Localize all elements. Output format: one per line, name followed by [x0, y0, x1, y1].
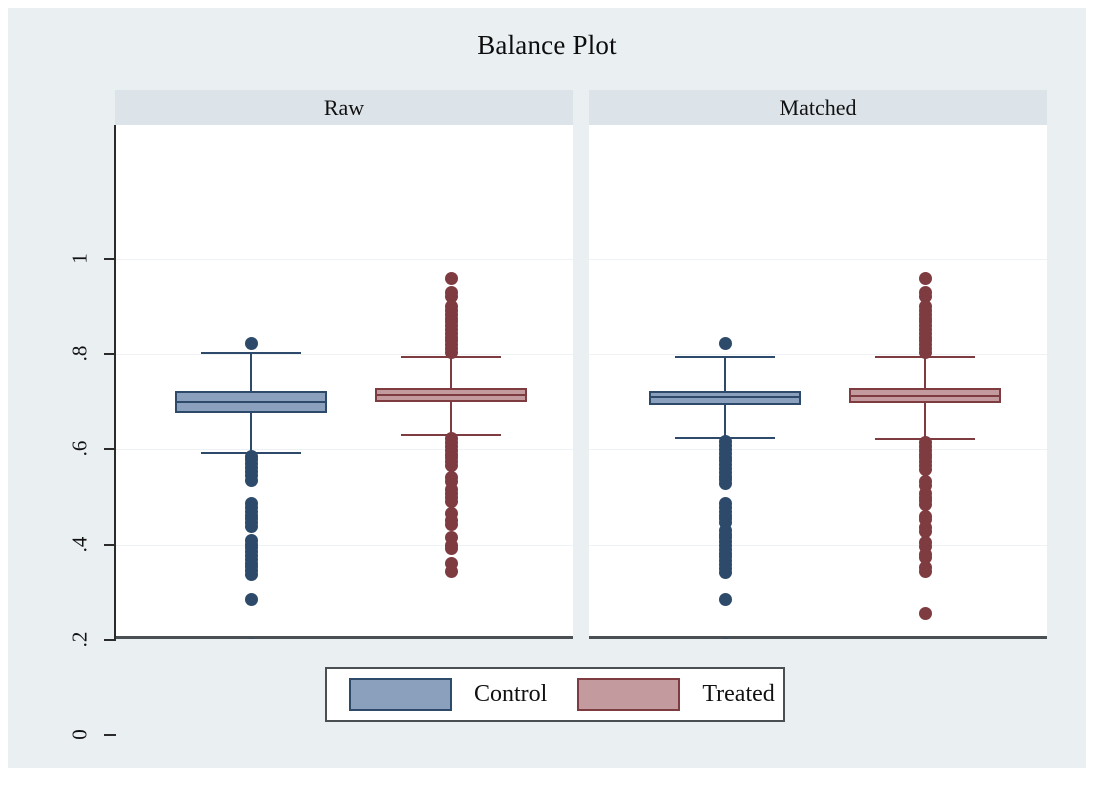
y-tick-label: .6 [67, 441, 92, 457]
legend-item-treated: Treated [577, 678, 804, 711]
whisker-stem [924, 356, 926, 389]
y-tick [104, 448, 116, 451]
gridline [115, 544, 573, 546]
y-tick-label: .4 [67, 536, 92, 552]
outlier-point [244, 568, 258, 582]
outlier-point [918, 564, 932, 578]
whisker-stem [450, 356, 452, 388]
legend-label-treated: Treated [702, 681, 775, 707]
outlier-point [244, 336, 258, 350]
legend-swatch-treated [577, 678, 681, 711]
outlier-point [244, 473, 258, 487]
y-tick-label: 0 [67, 729, 92, 740]
outlier-point [444, 345, 458, 359]
outlier-point [444, 289, 458, 303]
box-plot-control [589, 125, 1047, 639]
legend-label-control: Control [474, 681, 548, 707]
box-plot-treated [115, 125, 573, 639]
outlier-point [444, 564, 458, 578]
whisker-cap [674, 355, 776, 358]
outlier-point [444, 518, 458, 532]
outlier-point [444, 272, 458, 286]
outlier-point [718, 477, 732, 491]
box-plot-control [115, 125, 573, 639]
median-line [375, 394, 527, 397]
plot-panel-matched [589, 125, 1047, 639]
legend-swatch-control [349, 678, 452, 711]
legend-item-control: Control [349, 678, 577, 711]
gridline [115, 259, 573, 260]
outlier-point [444, 494, 458, 508]
whisker-cap [200, 351, 302, 354]
median-line [175, 400, 327, 403]
y-tick [104, 353, 116, 356]
outlier-point [718, 337, 732, 351]
panel-baseline [115, 636, 573, 639]
whisker-stem [450, 401, 452, 435]
y-tick [104, 258, 116, 260]
outlier-point [718, 592, 732, 606]
gridline [589, 449, 1047, 451]
outlier-point [444, 542, 458, 556]
outlier-point [244, 520, 258, 533]
plot-panel-raw [115, 125, 573, 639]
whisker-stem [250, 412, 252, 454]
y-tick-label: .2 [67, 631, 92, 648]
panel-baseline [589, 636, 1047, 639]
outlier-point [244, 592, 258, 606]
whisker-stem [924, 402, 926, 439]
y-tick [104, 734, 116, 736]
outlier-point [918, 498, 932, 512]
median-line [849, 395, 1001, 398]
panel-header-raw-label: Raw [323, 94, 365, 120]
panel-header-matched-label: Matched [779, 94, 857, 120]
box-plot-treated [589, 125, 1047, 639]
whisker-stem [724, 356, 726, 392]
chart-title: Balance Plot [477, 30, 617, 60]
gridline [115, 354, 573, 356]
panel-header-matched: Matched [589, 90, 1047, 125]
whisker-stem [250, 352, 252, 392]
chart-canvas: Balance Plot Raw Matched 0 .2 .4 .6 .8 1 Cont… [8, 8, 1086, 768]
gridline [589, 259, 1047, 260]
outlier-point [918, 345, 932, 359]
outlier-point [718, 565, 732, 579]
chart-legend: Control Treated [325, 667, 785, 722]
gridline [589, 354, 1047, 356]
y-tick [104, 638, 116, 641]
outlier-point [918, 289, 932, 303]
outlier-point [918, 272, 932, 286]
gridline [115, 449, 573, 451]
outlier-point [718, 638, 732, 639]
y-axis-line [114, 125, 116, 639]
panel-header-raw: Raw [115, 90, 573, 125]
gridline [589, 544, 1047, 546]
outlier-point [918, 462, 932, 476]
outlier-point [444, 459, 458, 473]
whisker-stem [724, 404, 726, 438]
outlier-point [244, 638, 258, 639]
outlier-point [918, 524, 932, 538]
y-tick [104, 543, 116, 546]
median-line [649, 396, 801, 399]
y-tick-label: .8 [67, 345, 92, 362]
y-tick-label: 1 [67, 253, 92, 264]
outlier-point [918, 607, 932, 621]
